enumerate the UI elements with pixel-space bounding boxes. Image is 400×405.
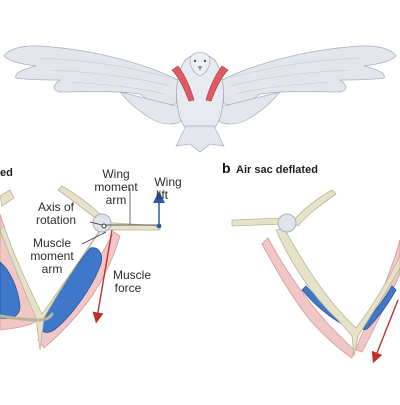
bird-left-wing <box>3 45 179 105</box>
panel-b-keel-bone <box>275 227 400 357</box>
bird-feather-lines-left <box>39 57 171 95</box>
bird-head <box>189 52 211 77</box>
bird-illustration <box>3 45 397 153</box>
panel-a-title: ed <box>0 167 13 179</box>
label-wing-moment-arm-line1: Wing <box>102 167 129 181</box>
label-muscle-force-line1: Muscle <box>113 268 151 282</box>
panel-b: b Air sac deflated <box>222 160 400 364</box>
bird-eye-right <box>203 59 207 63</box>
label-muscle-moment-arm-line1: Muscle <box>33 236 71 250</box>
label-wing-moment-arm-line3: arm <box>106 193 127 207</box>
panel-a: ed Wing moment arm Wing lift <box>0 167 182 351</box>
bird-feather-lines-right <box>229 57 361 95</box>
bird-tail <box>175 125 225 153</box>
bird-flight-muscle-left <box>171 65 195 102</box>
panel-a-lift-origin-dot <box>156 223 162 229</box>
panel-a-left-wing-bone <box>0 189 15 207</box>
bird-beak <box>198 66 202 71</box>
panel-b-shoulder-joint <box>277 213 297 233</box>
panel-b-coracoid-bone <box>291 189 337 227</box>
panel-a-shoulder-joint <box>92 213 112 233</box>
label-axis-of-rotation-line2: rotation <box>36 213 76 227</box>
panel-a-axis-leader <box>89 221 103 226</box>
bird-flight-muscle-right <box>205 65 229 102</box>
panel-a-muscle-force-arrow <box>92 229 113 324</box>
panel-a-muscle-moment-leader <box>81 231 107 245</box>
panel-b-right-air-sac <box>361 285 397 331</box>
label-muscle-force-line2: force <box>115 281 142 295</box>
panel-b-title: Air sac deflated <box>236 164 318 176</box>
panel-a-sternum-arc <box>0 312 54 322</box>
bird-right-wing <box>221 45 397 105</box>
panel-b-muscle-force-arrow <box>371 299 399 364</box>
label-muscle-moment-arm-line2: moment <box>30 249 74 263</box>
label-axis-of-rotation-line1: Axis of <box>38 200 75 214</box>
label-wing-lift-line2: lift <box>156 188 169 202</box>
bird-eye-left <box>193 59 197 63</box>
panel-b-left-pectoral-muscle <box>261 237 355 359</box>
panel-b-wing-bone <box>231 217 285 227</box>
panel-a-axis-point <box>101 223 107 229</box>
panel-b-letter: b <box>222 160 231 176</box>
label-wing-lift-line1: Wing <box>154 175 181 189</box>
label-wing-moment-arm-line2: moment <box>94 180 138 194</box>
bird-lower-feathers <box>119 91 281 125</box>
label-muscle-moment-arm-line3: arm <box>42 262 63 276</box>
